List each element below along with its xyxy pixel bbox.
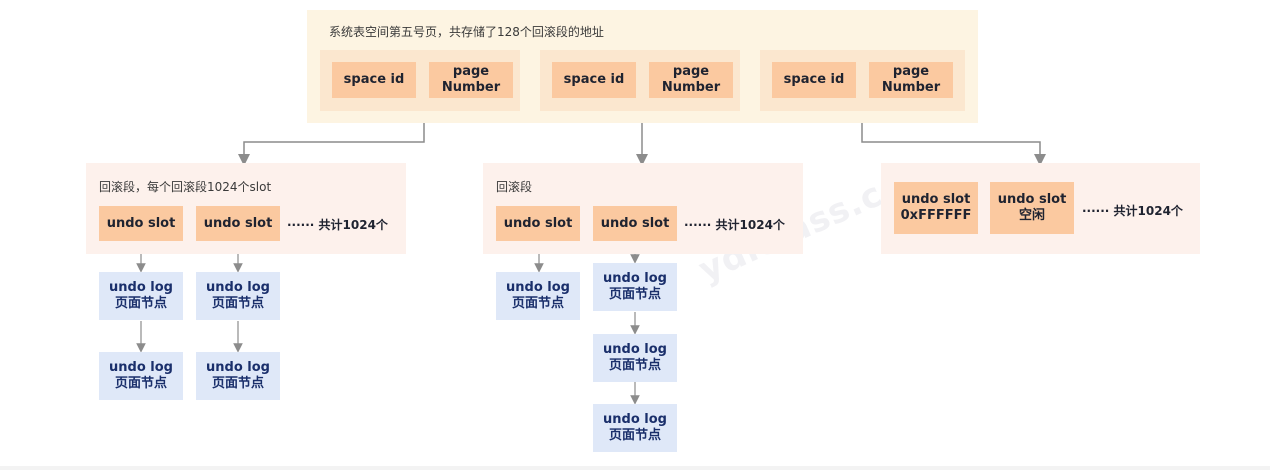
log-line1: undo log	[603, 342, 667, 357]
log-line1: undo log	[206, 360, 270, 375]
address-pair-2: space id page Number	[540, 50, 740, 111]
page-number-line2: Number	[441, 80, 501, 95]
rollback-segment-1: 回滚段，每个回滚段1024个slot undo slot undo slot ·…	[86, 163, 406, 254]
log-line2: 页面节点	[511, 296, 564, 311]
page-number-line1: page	[892, 64, 930, 79]
undo-slot-box-free: undo slot 空闲	[990, 182, 1074, 234]
space-id-box: space id	[552, 62, 636, 98]
segment-title: 回滚段，每个回滚段1024个slot	[99, 180, 272, 194]
slot-count-note: ······ 共计1024个	[1082, 204, 1183, 218]
log-line1: undo log	[603, 271, 667, 286]
undo-log-page-node: undo log 页面节点	[196, 272, 280, 320]
space-id-box: space id	[332, 62, 416, 98]
segment-title: 回滚段	[496, 180, 533, 194]
undo-slot-box: undo slot	[196, 206, 280, 241]
log-line2: 页面节点	[608, 287, 661, 302]
page-number-line1: page	[452, 64, 490, 79]
arrow-top-to-segment-1	[238, 112, 425, 166]
undo-slot-box: undo slot	[593, 206, 677, 241]
slot-line1: undo slot	[997, 192, 1067, 207]
log-line2: 页面节点	[608, 358, 661, 373]
undo-log-page-node: undo log 页面节点	[496, 272, 580, 320]
log-line2: 页面节点	[211, 376, 264, 391]
address-pair-1: space id page Number	[320, 50, 520, 111]
undo-log-page-node: undo log 页面节点	[99, 352, 183, 400]
page-number-line1: page	[672, 64, 710, 79]
log-line2: 页面节点	[211, 296, 264, 311]
log-line1: undo log	[506, 280, 570, 295]
log-line2: 页面节点	[608, 428, 661, 443]
page-number-line2: Number	[661, 80, 721, 95]
rollback-segment-2: 回滚段 undo slot undo slot ······ 共计1024个	[483, 163, 803, 254]
undo-slot-box: undo slot	[496, 206, 580, 241]
slot-line2: 0xFFFFFF	[900, 208, 972, 223]
slot-line2: 空闲	[1018, 208, 1045, 223]
bottom-divider	[0, 466, 1270, 470]
address-pair-3: space id page Number	[760, 50, 965, 111]
log-line2: 页面节点	[114, 376, 167, 391]
undo-log-page-node: undo log 页面节点	[196, 352, 280, 400]
system-tablespace-title: 系统表空间第五号页，共存储了128个回滚段的地址	[329, 25, 604, 39]
log-line1: undo log	[109, 280, 173, 295]
slot-count-note: ······ 共计1024个	[287, 218, 388, 232]
arrow-top-to-segment-3	[861, 112, 1046, 166]
log-line1: undo log	[206, 280, 270, 295]
page-number-line2: Number	[881, 80, 941, 95]
log-line2: 页面节点	[114, 296, 167, 311]
log-line1: undo log	[109, 360, 173, 375]
page-number-box: page Number	[429, 62, 513, 98]
page-number-box: page Number	[649, 62, 733, 98]
space-id-box: space id	[772, 62, 856, 98]
slot-count-note: ······ 共计1024个	[684, 218, 785, 232]
undo-log-page-node: undo log 页面节点	[593, 263, 677, 311]
system-tablespace-panel: 系统表空间第五号页，共存储了128个回滚段的地址 space id page N…	[307, 10, 978, 123]
undo-log-page-node: undo log 页面节点	[593, 334, 677, 382]
log-line1: undo log	[603, 412, 667, 427]
undo-log-page-node: undo log 页面节点	[99, 272, 183, 320]
undo-log-page-node: undo log 页面节点	[593, 404, 677, 452]
undo-slot-box: undo slot	[99, 206, 183, 241]
slot-line1: undo slot	[901, 192, 971, 207]
rollback-segment-3: undo slot 0xFFFFFF undo slot 空闲 ······ 共…	[881, 163, 1200, 254]
page-number-box: page Number	[869, 62, 953, 98]
undo-slot-box: undo slot 0xFFFFFF	[894, 182, 978, 234]
